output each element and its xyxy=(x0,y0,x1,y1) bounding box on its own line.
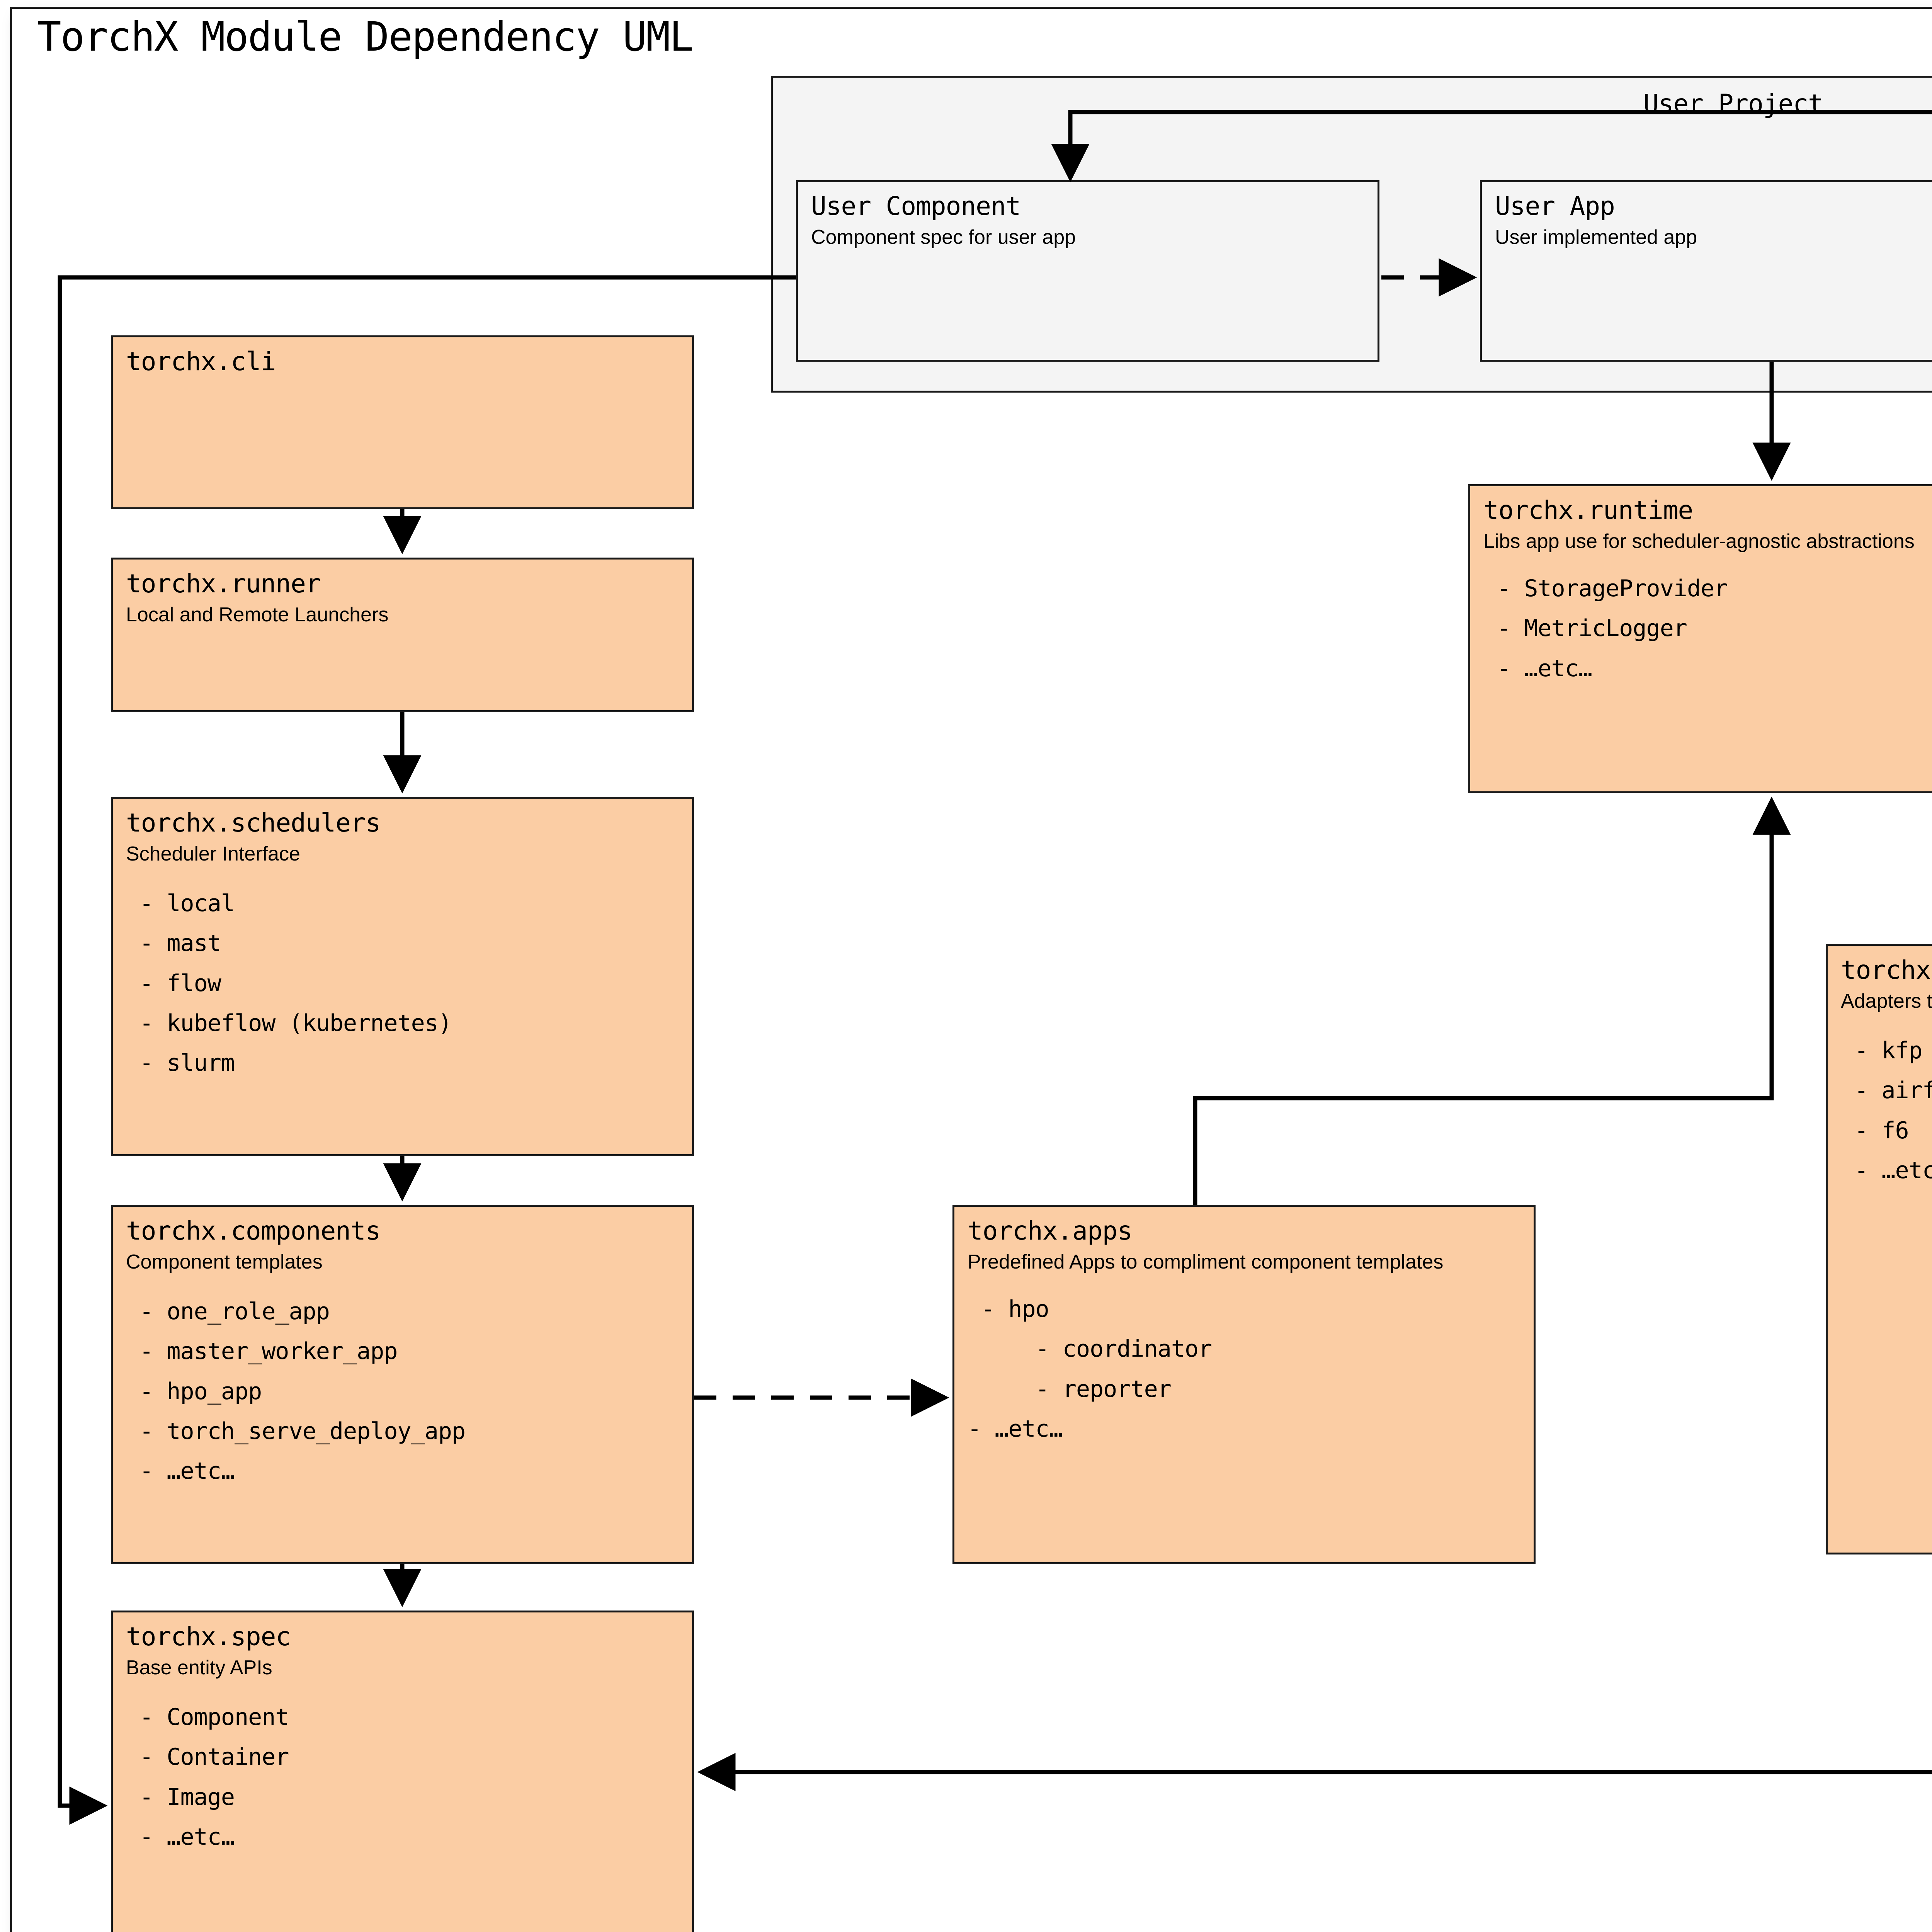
node-torchx-cli[interactable]: torchx.cli xyxy=(111,335,694,509)
node-torchx-components-subtitle: Component templates xyxy=(126,1250,323,1273)
node-torchx-schedulers-items: - local - mast - flow - kubeflow (kubern… xyxy=(139,890,452,1077)
node-torchx-runner[interactable]: torchx.runner Local and Remote Launchers xyxy=(111,558,694,712)
node-torchx-pipelines-items: - kfp - airflow - f6 - …etc… xyxy=(1854,1037,1932,1184)
group-user-project-title: User Project xyxy=(1643,89,1823,119)
node-torchx-runtime[interactable]: torchx.runtime Libs app use for schedule… xyxy=(1468,484,1932,793)
node-torchx-spec[interactable]: torchx.spec Base entity APIs - Component… xyxy=(111,1611,694,1932)
node-torchx-apps-subtitle: Predefined Apps to compliment component … xyxy=(968,1250,1444,1273)
node-torchx-runtime-subtitle: Libs app use for scheduler-agnostic abst… xyxy=(1483,530,1915,553)
page-title: TorchX Module Dependency UML xyxy=(37,13,694,60)
node-torchx-pipelines[interactable]: torchx.pipelines Adapters to Pipeline Pl… xyxy=(1826,944,1932,1554)
node-user-app-title: User App xyxy=(1495,191,1615,221)
node-torchx-schedulers[interactable]: torchx.schedulers Scheduler Interface - … xyxy=(111,797,694,1156)
node-torchx-schedulers-title: torchx.schedulers xyxy=(126,808,381,838)
node-torchx-apps-title: torchx.apps xyxy=(968,1216,1133,1246)
node-user-app[interactable]: User App User implemented app xyxy=(1480,180,1932,362)
node-user-component-title: User Component xyxy=(811,191,1021,221)
node-torchx-runtime-items: - StorageProvider - MetricLogger - …etc… xyxy=(1497,575,1728,682)
node-torchx-cli-title: torchx.cli xyxy=(126,347,276,376)
node-torchx-spec-title: torchx.spec xyxy=(126,1622,291,1651)
node-torchx-runner-title: torchx.runner xyxy=(126,569,321,599)
node-torchx-pipelines-title: torchx.pipelines xyxy=(1841,955,1932,985)
node-torchx-spec-subtitle: Base entity APIs xyxy=(126,1656,272,1679)
node-torchx-spec-items: - Component - Container - Image - …etc… xyxy=(139,1704,289,1850)
node-torchx-apps-items: - hpo - coordinator - reporter - …etc… xyxy=(968,1296,1212,1442)
node-torchx-components-items: - one_role_app - master_worker_app - hpo… xyxy=(139,1298,466,1485)
node-user-component[interactable]: User Component Component spec for user a… xyxy=(796,180,1379,362)
node-torchx-components[interactable]: torchx.components Component templates - … xyxy=(111,1205,694,1564)
node-user-component-subtitle: Component spec for user app xyxy=(811,226,1076,248)
node-user-app-subtitle: User implemented app xyxy=(1495,226,1697,248)
node-torchx-apps[interactable]: torchx.apps Predefined Apps to complimen… xyxy=(952,1205,1536,1564)
node-torchx-pipelines-subtitle: Adapters to Pipeline Platforms xyxy=(1841,990,1932,1012)
node-torchx-runner-subtitle: Local and Remote Launchers xyxy=(126,603,389,626)
node-torchx-components-title: torchx.components xyxy=(126,1216,381,1246)
node-torchx-runtime-title: torchx.runtime xyxy=(1483,495,1693,525)
node-torchx-schedulers-subtitle: Scheduler Interface xyxy=(126,842,300,865)
